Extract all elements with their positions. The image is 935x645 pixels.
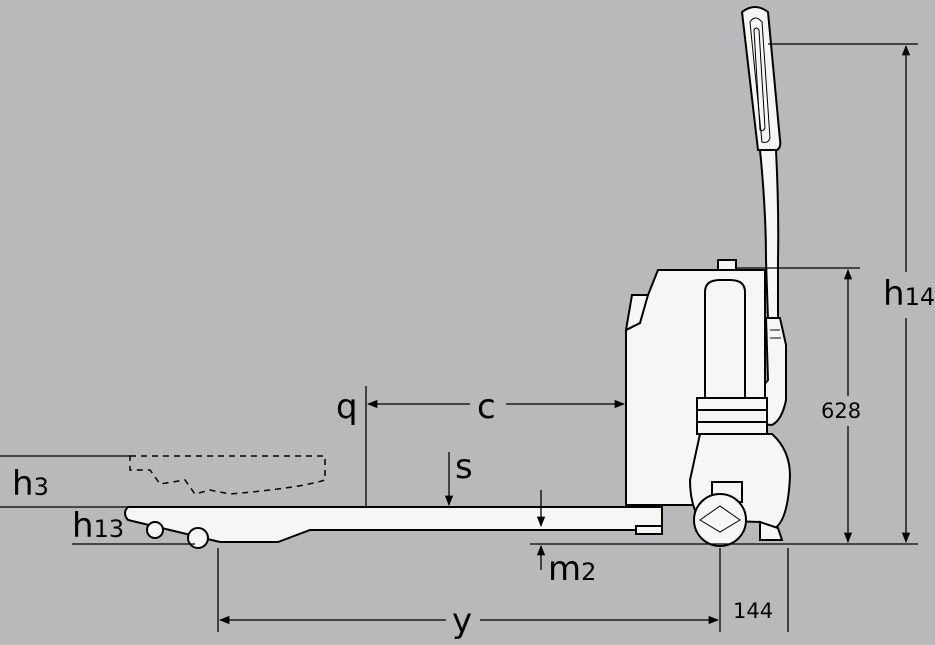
- drive-housing: [624, 259, 792, 547]
- dimension-lines: [0, 43, 932, 640]
- tiller-handle: [740, 6, 787, 427]
- pallet-truck: [124, 6, 792, 549]
- label-c: c: [477, 387, 496, 427]
- label-m2: m2: [548, 549, 596, 589]
- label-s: s: [455, 447, 473, 487]
- label-y: y: [452, 601, 472, 641]
- label-h3: h3: [12, 464, 49, 504]
- raised-fork-outline: [129, 455, 326, 495]
- label-q: q: [336, 387, 358, 427]
- label-628: 628: [821, 399, 861, 423]
- label-h14: h14: [883, 274, 935, 314]
- label-h13: h13: [72, 506, 124, 546]
- dimension-labels: q c s h3 h13 h14 628 m2 y 144: [12, 274, 935, 641]
- label-144: 144: [733, 599, 773, 623]
- forks: [124, 506, 663, 549]
